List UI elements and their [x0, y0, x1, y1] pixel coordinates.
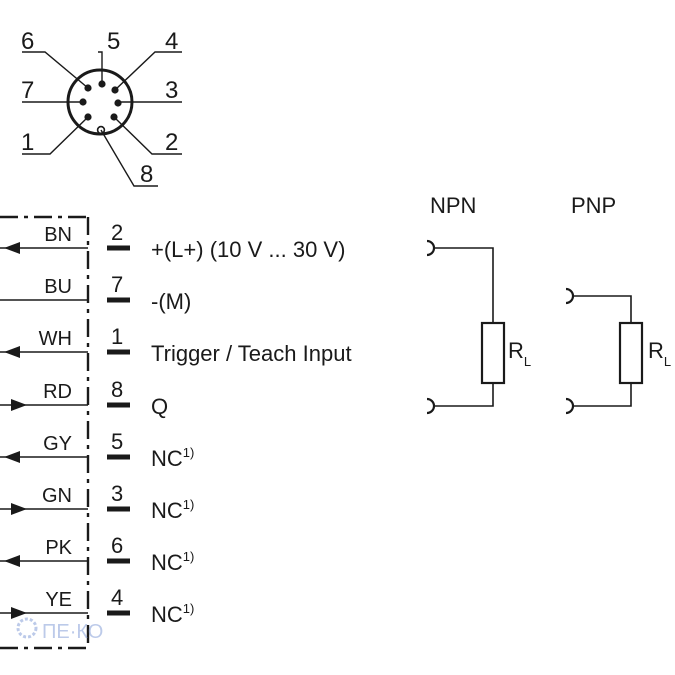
wire-function-label: -(M)	[151, 289, 191, 314]
arrow-left-icon	[4, 242, 20, 254]
wire-function-label: Q	[151, 394, 168, 419]
wire-pin-number: 8	[111, 377, 123, 402]
leader-1	[22, 116, 89, 155]
pin-number-3: 3	[165, 77, 178, 104]
pin-dot-3	[114, 99, 122, 107]
pin-dot-8	[96, 125, 106, 135]
pin-number-2: 2	[165, 129, 178, 156]
pin-number-5: 5	[107, 28, 120, 55]
wire-function-label: +(L+) (10 V ... 30 V)	[151, 237, 345, 262]
wire-color-code: BN	[44, 224, 72, 246]
arrow-right-icon	[11, 503, 27, 515]
wire-pin-number: 3	[111, 481, 123, 506]
wire-color-code: YE	[45, 589, 72, 611]
wire-color-code: GY	[43, 433, 72, 455]
wire-function-label: NC1)	[151, 601, 194, 627]
pnp-label: PNP	[571, 193, 616, 218]
arrow-left-icon	[4, 555, 20, 567]
pnp-resistor-label: RL	[648, 338, 671, 369]
wire-function-label: NC1)	[151, 497, 194, 523]
watermark: ПЕ·КО	[16, 617, 103, 643]
pin-number-1: 1	[21, 129, 34, 156]
leader-5	[98, 51, 103, 84]
arrow-right-icon	[11, 399, 27, 411]
npn-terminal-top	[426, 239, 436, 257]
wire-row-rd: RD 8Q	[0, 377, 168, 419]
connector-pinout: 6 5 4 7 3 1 2 8	[21, 28, 182, 188]
arrow-right-icon	[11, 607, 27, 619]
leader-8	[100, 129, 158, 187]
wire-color-code: PK	[45, 537, 72, 559]
watermark-text: ПЕ·КО	[42, 621, 103, 643]
npn-resistor	[480, 321, 506, 385]
wire-pin-number: 4	[111, 585, 123, 610]
npn-resistor-label: RL	[508, 338, 531, 369]
pin-number-7: 7	[21, 77, 34, 104]
wire-pin-number: 1	[111, 324, 123, 349]
pnp-wire	[573, 295, 632, 323]
leader-4	[114, 51, 182, 91]
npn-label: NPN	[430, 193, 476, 218]
npn-terminal-bottom	[426, 397, 436, 415]
pnp-terminal-top	[565, 287, 575, 305]
wire-pin-number: 7	[111, 272, 123, 297]
wire-color-code: RD	[43, 381, 72, 403]
wire-function-label: NC1)	[151, 445, 194, 471]
leader-2	[113, 116, 182, 155]
npn-wire	[434, 247, 494, 323]
pin-number-6: 6	[21, 28, 34, 55]
wire-rows: BN 2 +(L+) (10 V ... 30 V) BU 7 -(M) WH 1Trigge…	[0, 220, 352, 627]
wire-row-bn: BN 2 +(L+) (10 V ... 30 V)	[0, 220, 345, 262]
wire-function-label: Trigger / Teach Input	[151, 341, 352, 366]
pnp-terminal-bottom	[565, 397, 575, 415]
wire-pin-number: 5	[111, 429, 123, 454]
wire-pin-number: 6	[111, 533, 123, 558]
pnp-wire-return	[573, 383, 632, 407]
pnp-resistor	[618, 321, 644, 385]
sensor-housing	[0, 215, 90, 650]
npn-wire-return	[434, 383, 494, 407]
wire-pin-number: 2	[111, 220, 123, 245]
npn-circuit: NPN RL	[426, 193, 531, 415]
pnp-circuit: PNP RL	[565, 193, 671, 415]
pin-number-8: 8	[140, 161, 153, 188]
watermark-gear-icon	[16, 617, 38, 639]
wire-row-bu: BU 7 -(M)	[0, 272, 191, 314]
wire-color-code: WH	[39, 328, 72, 350]
wire-function-label: NC1)	[151, 549, 194, 575]
arrow-left-icon	[4, 451, 20, 463]
arrow-left-icon	[4, 346, 20, 358]
pin-number-4: 4	[165, 28, 178, 55]
leader-6	[22, 51, 89, 89]
wire-color-code: GN	[42, 485, 72, 507]
wire-color-code: BU	[44, 276, 72, 298]
